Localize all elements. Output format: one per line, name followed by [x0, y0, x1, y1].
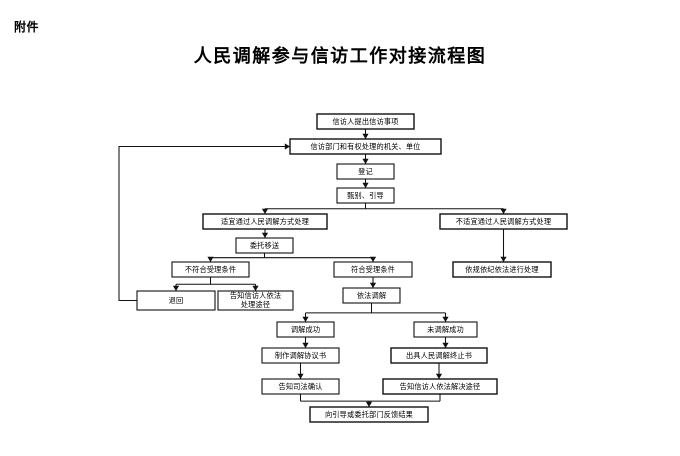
arrowhead-icon [362, 133, 369, 139]
flow-node[interactable]: 未调解成功 [413, 321, 478, 338]
flow-node-box [235, 237, 294, 254]
flow-node-label: 退回 [169, 296, 184, 305]
arrowhead-icon [442, 342, 449, 348]
flow-node-label: 适宜通过人民调解方式处理 [221, 217, 309, 226]
arrowhead-icon [261, 208, 269, 214]
flow-node-label: 制作调解协议书 [275, 351, 326, 360]
flow-node-box [382, 378, 498, 395]
flow-node[interactable]: 调解成功 [276, 321, 335, 338]
flow-node-box [276, 321, 335, 338]
flow-node-label: 依法调解 [357, 291, 386, 300]
flow-node[interactable]: 不符合受理条件 [171, 261, 250, 278]
flow-node-label: 登记 [358, 167, 373, 176]
arrowhead-icon [365, 401, 373, 407]
arrowhead-icon [442, 316, 449, 322]
flow-node-label: 符合受理条件 [351, 265, 395, 274]
flow-node-label: 不符合受理条件 [185, 265, 236, 274]
arrowhead-icon [500, 208, 507, 214]
flow-node[interactable]: 向引导或委托部门反馈结果 [309, 406, 429, 423]
flow-node[interactable]: 适宜通过人民调解方式处理 [202, 213, 328, 230]
flow-node[interactable]: 甄别、引导 [336, 187, 395, 204]
arrowhead-icon [252, 285, 259, 291]
flow-node[interactable]: 登记 [336, 163, 395, 180]
flow-node-label: 信访部门和有权处理的机关、单位 [310, 142, 420, 151]
flow-node-label: 告知信访人依法 [230, 291, 281, 300]
flow-node-label: 向引导或委托部门反馈结果 [325, 410, 413, 419]
flow-node-box [336, 187, 395, 204]
flow-node-box [171, 261, 250, 278]
arrowhead-icon [369, 282, 377, 288]
arrowhead-icon [302, 342, 309, 348]
flow-node-box [261, 347, 340, 364]
flow-node[interactable]: 依法调解 [342, 287, 401, 304]
flow-node[interactable]: 告知信访人依法解决途径 [382, 378, 498, 395]
flow-node[interactable]: 依规依纪依法进行处理 [452, 261, 552, 278]
flow-node-label: 甄别、引导 [347, 191, 384, 200]
arrowhead-icon [207, 256, 214, 262]
flow-node[interactable]: 委托移送 [235, 237, 294, 254]
connector-layer [118, 129, 507, 407]
arrowhead-icon [302, 316, 309, 322]
flow-node[interactable]: 符合受理条件 [333, 261, 413, 278]
flow-node-label: 调解成功 [291, 325, 320, 334]
flow-node-box [342, 287, 401, 304]
flow-node-label: 依规依纪依法进行处理 [465, 265, 538, 274]
flow-node-label: 处理途径 [241, 300, 270, 309]
arrowhead-icon [500, 256, 507, 262]
flow-node[interactable]: 退回 [136, 290, 216, 311]
flow-node[interactable]: 制作调解协议书 [261, 347, 340, 364]
flow-node[interactable]: 信访部门和有权处理的机关、单位 [289, 138, 442, 155]
flow-node-box [136, 290, 216, 311]
flow-node-box [309, 406, 429, 423]
attachment-label: 附件 [14, 20, 40, 34]
flow-node-label: 告知信访人依法解决途径 [400, 382, 481, 391]
arrowhead-icon [172, 285, 180, 291]
flow-node-box [217, 290, 294, 311]
flow-node-box [289, 138, 442, 155]
flow-node-box [316, 113, 415, 130]
flow-node-box [333, 261, 413, 278]
flow-node-box [413, 321, 478, 338]
arrowhead-icon [362, 182, 369, 188]
page-title: 人民调解参与信访工作对接流程图 [193, 46, 487, 67]
arrowhead-icon [435, 373, 443, 379]
flow-node-label: 未调解成功 [427, 325, 464, 334]
flow-node-label: 信访人提出信访事项 [332, 117, 398, 126]
flow-node-label: 告知司法确认 [278, 382, 322, 391]
flow-node-box [336, 163, 395, 180]
flow-node[interactable]: 告知司法确认 [261, 378, 340, 395]
arrowhead-icon [297, 373, 304, 379]
flow-node-label: 出具人民调解终止书 [406, 351, 472, 360]
arrowhead-icon [284, 143, 290, 150]
flow-node-box [439, 213, 568, 230]
node-layer: 信访人提出信访事项信访部门和有权处理的机关、单位登记甄别、引导适宜通过人民调解方… [136, 113, 568, 423]
flow-node-label: 不适宜通过人民调解方式处理 [456, 217, 551, 226]
flow-node-box [202, 213, 328, 230]
arrowhead-icon [369, 256, 377, 262]
flow-node[interactable]: 信访人提出信访事项 [316, 113, 415, 130]
flow-node-box [261, 378, 340, 395]
flow-node-box [452, 261, 552, 278]
flow-node[interactable]: 不适宜通过人民调解方式处理 [439, 213, 568, 230]
flow-node-label: 委托移送 [250, 241, 279, 250]
connector-line [118, 145, 290, 302]
flow-node[interactable]: 出具人民调解终止书 [390, 347, 488, 364]
arrowhead-icon [362, 158, 369, 164]
flow-node-box [390, 347, 488, 364]
arrowhead-icon [261, 232, 269, 238]
